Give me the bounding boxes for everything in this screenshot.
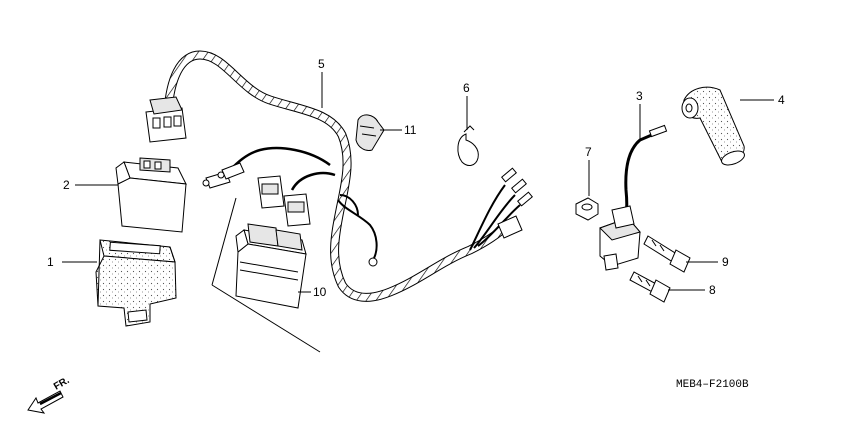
- mount-rubber-part: [95, 239, 177, 327]
- callout-6: 6: [463, 81, 470, 95]
- nut-part: [575, 197, 599, 221]
- band-tie-part: [457, 125, 479, 166]
- bolt-9-part: [643, 235, 691, 273]
- diagram-code: MEB4–F2100B: [676, 379, 749, 391]
- wire-clamp-part: [355, 114, 385, 151]
- group-divider-line-lower: [211, 284, 321, 353]
- bolt-8-part: [629, 271, 671, 303]
- callout-10: 10: [313, 285, 327, 299]
- spark-plug-cap-part: [681, 86, 745, 166]
- callout-11: 11: [404, 123, 417, 137]
- cdi-unit-part: [235, 223, 307, 309]
- callout-1: 1: [47, 255, 54, 269]
- callout-4: 4: [778, 93, 785, 107]
- wire-harness-part: [145, 50, 533, 302]
- callout-5: 5: [318, 57, 325, 71]
- callout-2: 2: [63, 178, 70, 192]
- callout-9: 9: [722, 255, 729, 269]
- group-divider-line: [211, 197, 237, 286]
- callout-8: 8: [709, 283, 716, 297]
- front-indicator-label: FR.: [52, 375, 72, 393]
- front-arrow-icon: [27, 390, 64, 414]
- control-module-part: [115, 157, 187, 233]
- ignition-coil-part: [599, 124, 668, 271]
- callout-3: 3: [636, 89, 643, 103]
- callout-7: 7: [585, 145, 592, 159]
